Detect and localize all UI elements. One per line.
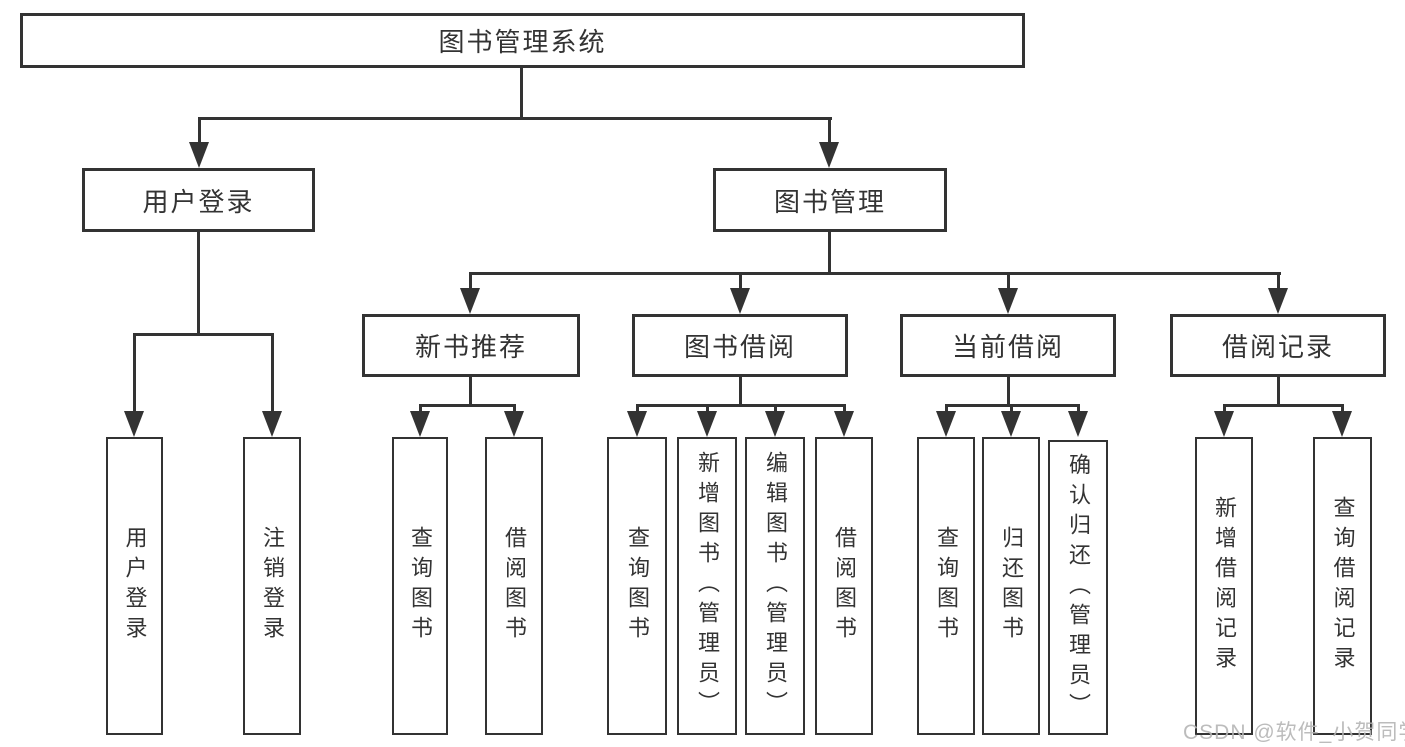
leaf-add-book-admin: 新增图书（管理员） [677, 437, 737, 735]
connector-line [828, 232, 831, 275]
connector-line [739, 272, 742, 294]
connector-line [513, 404, 516, 414]
connector-line [636, 404, 845, 407]
leaf-return-book-label: 归还图书 [999, 526, 1024, 646]
leaf-user-login: 用户登录 [106, 437, 163, 735]
connector-line [706, 404, 709, 414]
connector-line [469, 377, 472, 407]
node-root-label: 图书管理系统 [438, 27, 607, 57]
connector-line [1007, 377, 1010, 407]
csdn-watermark: CSDN @软件_小贺同学 [1183, 721, 1405, 744]
connector-line [828, 117, 831, 147]
connector-line [1223, 404, 1226, 414]
arrow-down-icon [1001, 411, 1021, 437]
leaf-edit-book-admin: 编辑图书（管理员） [745, 437, 805, 735]
connector-line [469, 272, 472, 294]
leaf-query-books-current-label: 查询图书 [934, 526, 959, 646]
leaf-confirm-return-admin: 确认归还（管理员） [1048, 440, 1108, 735]
node-book-borrow: 图书借阅 [632, 314, 848, 377]
connector-line [469, 272, 1281, 275]
node-book-management: 图书管理 [713, 168, 947, 232]
connector-line [133, 333, 274, 336]
node-book-management-label: 图书管理 [773, 186, 886, 217]
connector-line [520, 66, 523, 118]
leaf-add-book-admin-label: 新增图书（管理员） [695, 451, 720, 721]
arrow-down-icon [460, 288, 480, 314]
node-borrow-records-label: 借阅记录 [1221, 332, 1334, 362]
node-book-borrow-label: 图书借阅 [683, 332, 796, 362]
arrow-down-icon [819, 142, 839, 168]
leaf-borrow-books-recommend-label: 借阅图书 [502, 526, 527, 646]
node-root: 图书管理系统 [20, 13, 1025, 68]
connector-line [774, 404, 777, 414]
leaf-borrow-books: 借阅图书 [815, 437, 873, 735]
leaf-confirm-return-admin-label: 确认归还（管理员） [1066, 452, 1091, 723]
leaf-logout-label: 注销登录 [260, 526, 285, 646]
arrow-down-icon [1268, 288, 1288, 314]
arrow-down-icon [504, 411, 524, 437]
leaf-query-books-recommend: 查询图书 [392, 437, 448, 735]
node-borrow-records: 借阅记录 [1170, 314, 1386, 377]
connector-line [1077, 404, 1080, 414]
node-new-book-recommend: 新书推荐 [362, 314, 580, 377]
node-new-book-recommend-label: 新书推荐 [414, 332, 527, 362]
arrow-down-icon [998, 288, 1018, 314]
node-user-login-label: 用户登录 [142, 186, 255, 217]
connector-line [1010, 404, 1013, 414]
leaf-query-books-recommend-label: 查询图书 [408, 526, 433, 646]
leaf-query-borrow-record: 查询借阅记录 [1313, 437, 1372, 735]
arrow-down-icon [765, 411, 785, 437]
leaf-user-login-label: 用户登录 [122, 526, 148, 646]
arrow-down-icon [1068, 411, 1088, 437]
connector-line [739, 377, 742, 407]
node-current-borrow: 当前借阅 [900, 314, 1116, 377]
leaf-query-books-borrow: 查询图书 [607, 437, 667, 735]
arrow-down-icon [189, 142, 209, 168]
arrow-down-icon [697, 411, 717, 437]
leaf-edit-book-admin-label: 编辑图书（管理员） [763, 451, 788, 721]
leaf-query-books-borrow-label: 查询图书 [625, 526, 650, 646]
connector-line [198, 117, 201, 147]
connector-line [945, 404, 948, 414]
arrow-down-icon [834, 411, 854, 437]
leaf-borrow-books-recommend: 借阅图书 [485, 437, 543, 735]
leaf-add-borrow-record-label: 新增借阅记录 [1212, 496, 1237, 676]
connector-line [419, 404, 516, 407]
node-current-borrow-label: 当前借阅 [951, 332, 1064, 362]
connector-line [419, 404, 422, 414]
arrow-down-icon [262, 411, 282, 437]
connector-line [1223, 404, 1343, 407]
node-user-login: 用户登录 [82, 168, 315, 232]
connector-line [133, 333, 136, 413]
leaf-query-borrow-record-label: 查询借阅记录 [1330, 496, 1356, 676]
connector-line [1341, 404, 1344, 414]
arrow-down-icon [124, 411, 144, 437]
connector-line [198, 117, 832, 120]
arrow-down-icon [1332, 411, 1352, 437]
connector-line [843, 404, 846, 414]
arrow-down-icon [1214, 411, 1234, 437]
arrow-down-icon [936, 411, 956, 437]
connector-line [1277, 272, 1280, 294]
connector-line [197, 232, 200, 336]
leaf-borrow-books-label: 借阅图书 [832, 526, 857, 646]
arrow-down-icon [627, 411, 647, 437]
connector-line [1007, 272, 1010, 294]
leaf-query-books-current: 查询图书 [917, 437, 975, 735]
arrow-down-icon [730, 288, 750, 314]
connector-line [636, 404, 639, 414]
leaf-logout: 注销登录 [243, 437, 301, 735]
leaf-return-book: 归还图书 [982, 437, 1040, 735]
connector-line [271, 333, 274, 413]
leaf-add-borrow-record: 新增借阅记录 [1195, 437, 1253, 735]
connector-line [1277, 377, 1280, 407]
arrow-down-icon [410, 411, 430, 437]
